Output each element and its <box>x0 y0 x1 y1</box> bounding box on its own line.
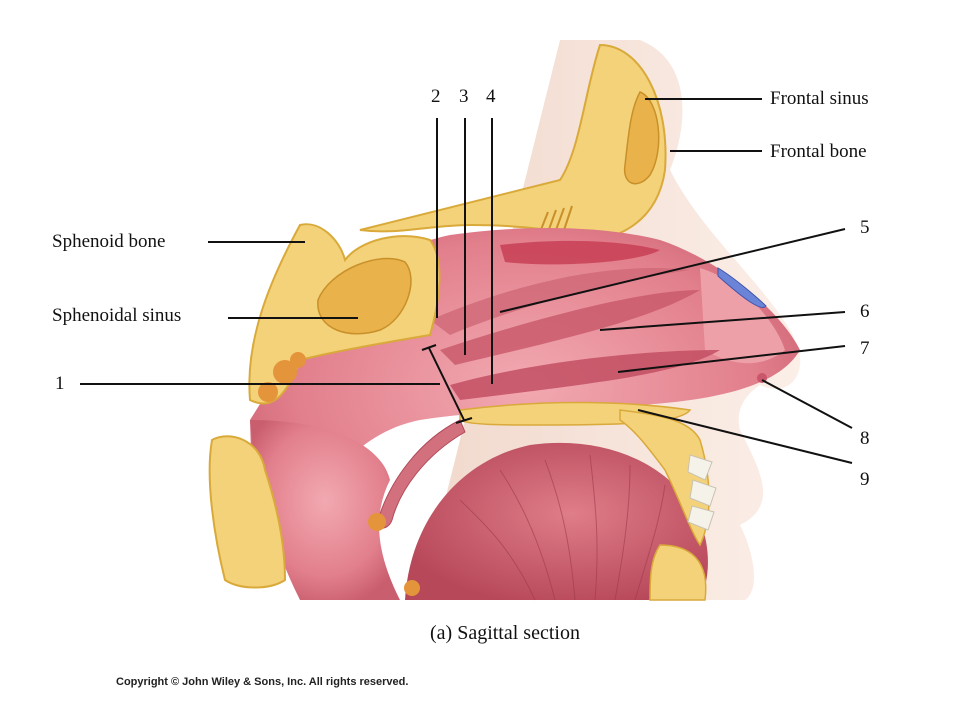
label-sphenoidal-sinus: Sphenoidal sinus <box>52 305 182 326</box>
nasal-cartilage <box>717 267 767 308</box>
nasopharynx <box>250 420 400 600</box>
label-number-2: 2 <box>431 86 441 107</box>
sphenoidal-sinus <box>317 257 412 335</box>
teeth <box>687 454 717 531</box>
vertebra <box>208 435 287 589</box>
olfactory-region <box>500 240 660 265</box>
leader-lines <box>80 98 853 464</box>
maxilla <box>619 409 710 547</box>
copyright-notice: Copyright © John Wiley & Sons, Inc. All … <box>116 676 409 688</box>
tongue <box>405 442 708 600</box>
inferior-concha <box>450 350 720 400</box>
label-number-6: 6 <box>860 301 870 322</box>
tongue-fibers <box>459 454 666 601</box>
leader-5 <box>499 228 846 313</box>
label-number-3: 3 <box>459 86 469 107</box>
label-number-5: 5 <box>860 217 870 238</box>
label-number-1: 1 <box>55 373 65 394</box>
leader-1-bracket-a <box>421 344 437 351</box>
nasal-vestibule <box>700 268 785 364</box>
leader-6 <box>599 311 846 331</box>
label-number-7: 7 <box>860 338 870 359</box>
frontal-bone <box>359 43 667 242</box>
label-sphenoid-bone: Sphenoid bone <box>52 231 166 252</box>
mandible <box>649 544 707 601</box>
label-number-9: 9 <box>860 469 870 490</box>
leader-7 <box>617 345 846 373</box>
uvula <box>368 513 386 531</box>
sphenoid-marrow <box>258 352 306 402</box>
superior-concha <box>430 268 690 335</box>
label-number-4: 4 <box>486 86 496 107</box>
label-frontal-sinus: Frontal sinus <box>770 88 869 109</box>
leader-1-bracket-c <box>455 417 473 424</box>
label-frontal-bone: Frontal bone <box>770 141 867 162</box>
frontal-sinus <box>623 91 660 185</box>
mandible-marrow <box>404 580 420 596</box>
leader-8 <box>761 379 853 429</box>
leader-1-bracket-b <box>428 347 465 421</box>
label-number-8: 8 <box>860 428 870 449</box>
figure-caption: (a) Sagittal section <box>430 622 580 644</box>
leader-9 <box>637 409 853 464</box>
middle-concha <box>440 290 700 365</box>
